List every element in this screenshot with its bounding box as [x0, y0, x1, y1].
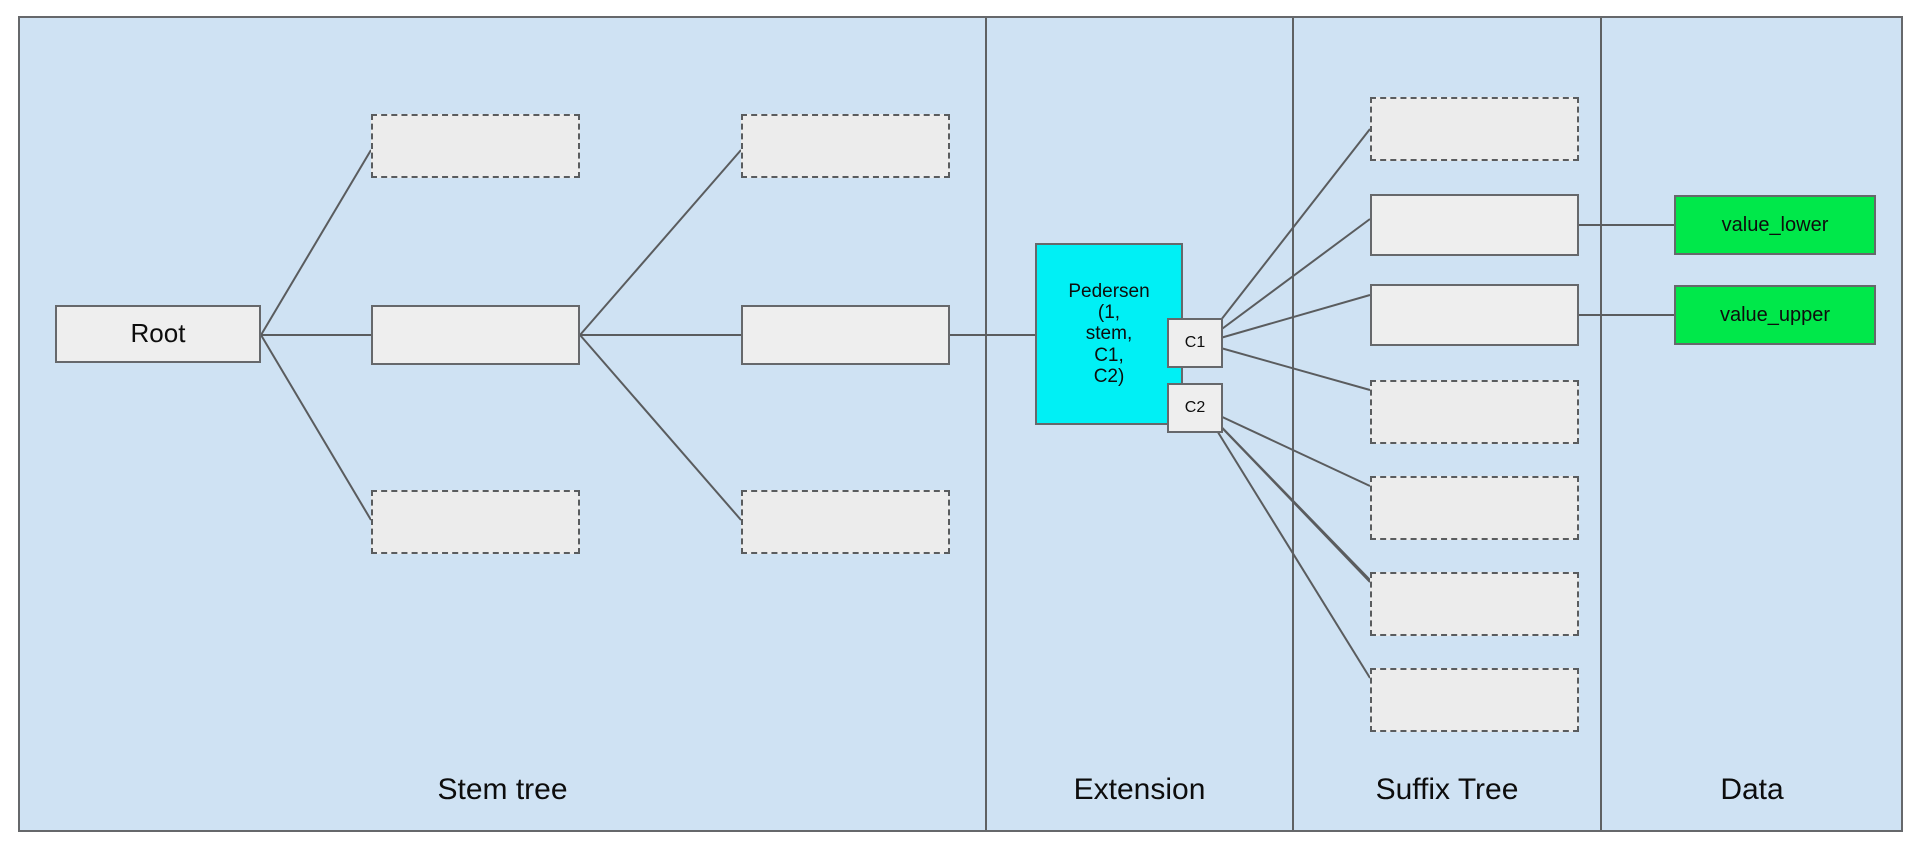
column-divider-suffix	[1292, 18, 1294, 830]
pedersen-line-1: Pedersen	[1068, 280, 1150, 302]
node-root[interactable]: Root	[55, 305, 261, 363]
node-value-upper[interactable]: value_upper	[1674, 285, 1876, 345]
node-stem-l2-bottom[interactable]	[741, 490, 950, 554]
node-root-label: Root	[130, 318, 186, 349]
node-suffix-1[interactable]	[1370, 97, 1579, 161]
node-commitment-c1[interactable]: C1	[1167, 318, 1223, 368]
column-divider-extension	[985, 18, 987, 830]
node-stem-l2-top[interactable]	[741, 114, 950, 178]
node-suffix-5[interactable]	[1370, 476, 1579, 540]
column-label-suffix-tree-text: Suffix Tree	[1375, 773, 1519, 806]
column-label-extension-text: Extension	[1073, 773, 1206, 806]
node-suffix-4[interactable]	[1370, 380, 1579, 444]
node-stem-l1-mid[interactable]	[371, 305, 580, 365]
node-suffix-7[interactable]	[1370, 668, 1579, 732]
node-suffix-3[interactable]	[1370, 284, 1579, 346]
node-stem-l2-mid[interactable]	[741, 305, 950, 365]
diagram-panel	[18, 16, 1903, 832]
column-label-data: Data	[1602, 775, 1902, 805]
node-suffix-2[interactable]	[1370, 194, 1579, 256]
node-value-upper-label: value_upper	[1719, 303, 1831, 326]
node-stem-l1-top[interactable]	[371, 114, 580, 178]
column-label-data-text: Data	[1720, 773, 1784, 806]
pedersen-line-3: stem,	[1085, 323, 1133, 345]
pedersen-line-4: C1,	[1094, 344, 1124, 366]
pedersen-line-5: C2)	[1093, 365, 1125, 387]
node-value-lower-label: value_lower	[1721, 213, 1829, 236]
column-label-extension: Extension	[987, 775, 1292, 805]
node-stem-l1-bottom[interactable]	[371, 490, 580, 554]
node-commitment-c2-label: C2	[1184, 399, 1206, 417]
node-value-lower[interactable]: value_lower	[1674, 195, 1876, 255]
pedersen-line-2: (1,	[1097, 302, 1121, 324]
node-suffix-6[interactable]	[1370, 572, 1579, 636]
column-label-suffix-tree: Suffix Tree	[1294, 775, 1600, 805]
node-commitment-c2[interactable]: C2	[1167, 383, 1223, 433]
node-commitment-c1-label: C1	[1184, 334, 1206, 352]
column-divider-data	[1600, 18, 1602, 830]
column-label-stem-tree: Stem tree	[20, 775, 985, 805]
column-label-stem-tree-text: Stem tree	[437, 773, 568, 806]
node-pedersen-commitment[interactable]: Pedersen (1, stem, C1, C2)	[1035, 243, 1183, 425]
